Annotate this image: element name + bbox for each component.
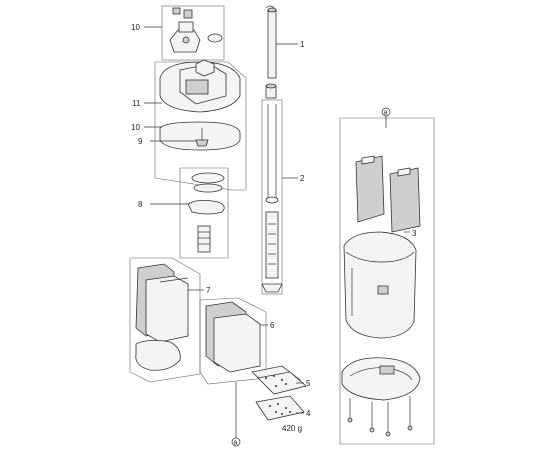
weight-label: 420 g bbox=[282, 424, 302, 433]
callout-10-mid: 10 bbox=[131, 123, 140, 132]
part-7-filter-sponges bbox=[129, 257, 201, 383]
marker-a-bottom: a bbox=[234, 440, 238, 447]
part-9-impeller bbox=[195, 128, 209, 147]
callout-3: 3 bbox=[412, 229, 417, 238]
marker-a-right: a bbox=[384, 110, 388, 117]
callout-7: 7 bbox=[206, 286, 211, 295]
callout-2: 2 bbox=[300, 174, 305, 183]
part-11-filter-lid bbox=[154, 59, 247, 191]
strainer-slots bbox=[268, 223, 276, 265]
part-6-filter-sponges bbox=[199, 297, 267, 385]
part-2-suction-pipe bbox=[261, 99, 283, 295]
part-8-motor-assembly bbox=[179, 167, 229, 259]
callout-1: 1 bbox=[300, 40, 305, 49]
base-screws bbox=[347, 396, 413, 437]
part-1-pipe-top bbox=[265, 5, 277, 79]
pipe-connector bbox=[265, 83, 277, 99]
part-4-granulate-bag bbox=[255, 395, 305, 421]
part-10-connector-set bbox=[161, 5, 225, 61]
callout-11: 11 bbox=[132, 99, 141, 108]
callout-5: 5 bbox=[306, 379, 311, 388]
callout-9: 9 bbox=[138, 137, 143, 146]
callout-4: 4 bbox=[306, 409, 311, 418]
filter-base-plate bbox=[341, 357, 421, 401]
callout-10-top: 10 bbox=[131, 23, 140, 32]
part-5-filter-media bbox=[251, 365, 307, 395]
callout-6: 6 bbox=[270, 321, 275, 330]
part-10-sealing-ring bbox=[159, 121, 241, 151]
part-3-intake-grilles bbox=[355, 155, 421, 233]
callout-8: 8 bbox=[138, 200, 143, 209]
filter-housing-frame bbox=[339, 117, 435, 445]
filter-container bbox=[343, 231, 417, 339]
